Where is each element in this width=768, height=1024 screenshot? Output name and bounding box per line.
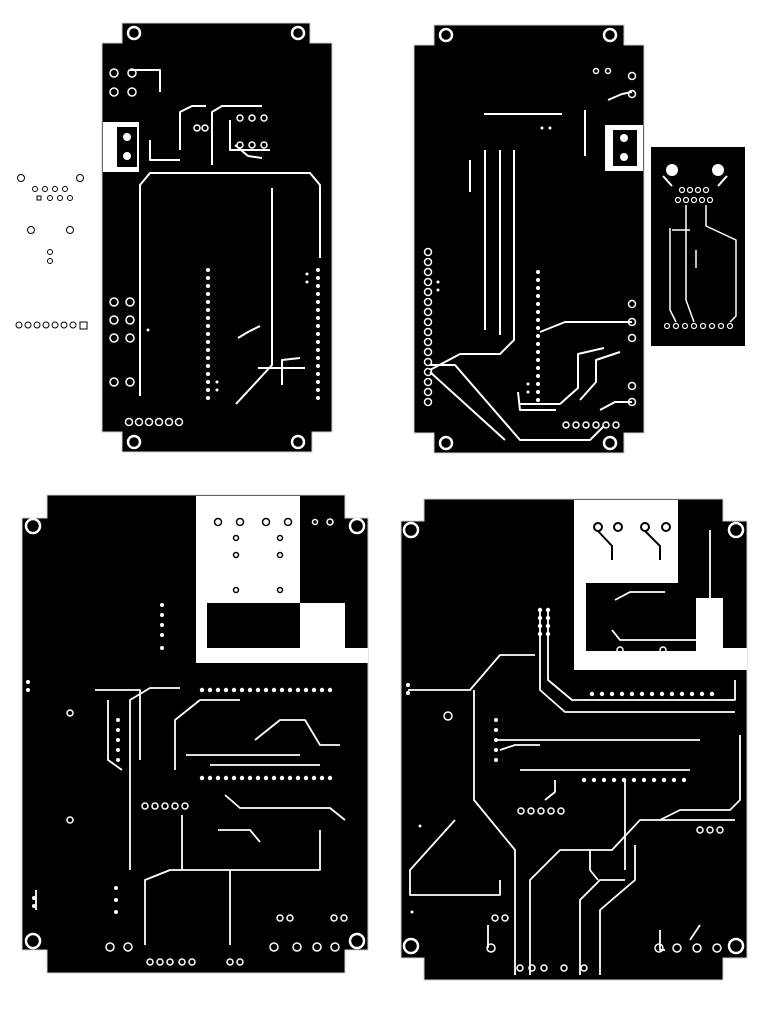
board-2-outline: [413, 24, 645, 454]
board-4-top-layer: [400, 498, 748, 981]
pads: [662, 164, 734, 330]
board-3-outline: [21, 494, 369, 974]
mounting-holes: [438, 27, 618, 451]
cutout-pads: [213, 517, 293, 594]
header-rows: [26, 603, 333, 914]
relay-block: [207, 603, 300, 648]
connector-cutout: [605, 125, 643, 171]
traces: [35, 687, 346, 945]
header-column: [436, 126, 552, 402]
pads: [109, 68, 268, 427]
traces: [408, 530, 741, 975]
pads: [423, 67, 637, 429]
mounting-holes: [402, 521, 745, 955]
daughter-board: [651, 147, 745, 346]
board-3-bottom-layer: [21, 494, 369, 974]
header-rows: [406, 607, 715, 914]
traces: [669, 205, 737, 323]
header-columns: [146, 268, 320, 400]
loose-footprints: [15, 174, 88, 330]
pads: [66, 518, 348, 966]
board-1-bottom-layer: [101, 22, 333, 453]
connector-cutout: [103, 122, 139, 172]
mounting-holes: [24, 517, 366, 950]
cutout-pads: [593, 519, 715, 560]
pads: [443, 646, 724, 972]
board-1-outline: [101, 22, 333, 453]
traces: [130, 69, 321, 405]
board-2-top-layer: [413, 24, 645, 454]
mounting-holes: [126, 25, 306, 450]
